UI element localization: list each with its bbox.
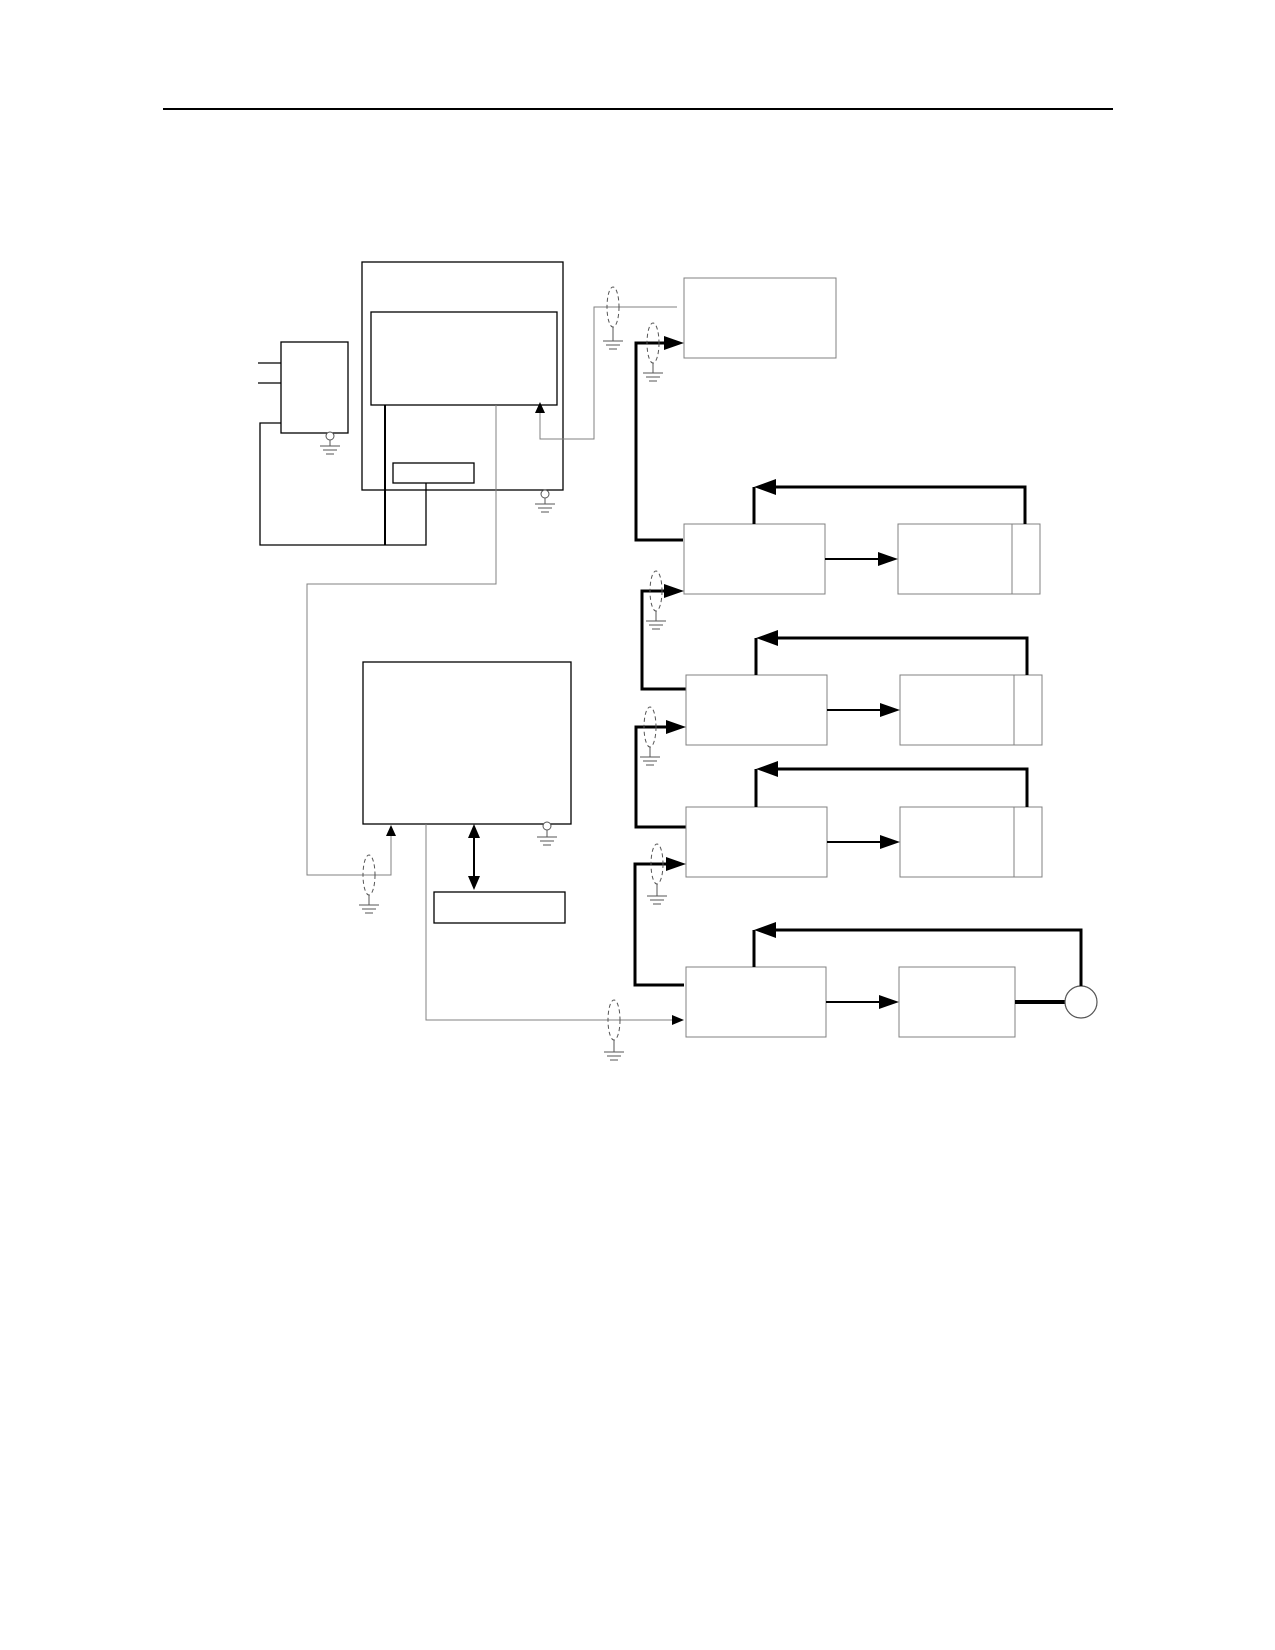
arrow-up-lower-controller — [386, 825, 396, 836]
feedback-4 — [772, 928, 1083, 986]
arrow-right-bottom-drive — [672, 1015, 684, 1025]
chain-wire-4 — [633, 862, 684, 987]
ground-symbol — [604, 1040, 624, 1061]
lower-controller — [362, 661, 572, 825]
feedback-3 — [774, 767, 1029, 807]
ground-symbol — [647, 884, 667, 905]
drive-3-output-arrow — [880, 835, 900, 849]
arrow-up-inner-module — [535, 402, 545, 413]
input-loop-wire — [259, 422, 427, 546]
drive-2-output-arrow — [880, 703, 900, 717]
arrow-into-top-right-unit — [664, 336, 684, 350]
encoder-symbol — [1064, 985, 1098, 1019]
top-right-unit — [683, 277, 837, 359]
arrow-into-drive-2 — [666, 720, 686, 734]
motor-3 — [899, 806, 1043, 878]
chassis-ground-dot — [325, 431, 335, 441]
motor-1 — [897, 523, 1041, 595]
ground-symbol — [640, 747, 660, 766]
ground-symbol — [643, 363, 663, 382]
ground-symbol — [646, 611, 666, 630]
gray-cable-down — [306, 405, 497, 876]
feedback-2-arrow — [756, 630, 778, 646]
motor-4 — [898, 966, 1016, 1038]
arrow-into-drive-3 — [666, 857, 686, 871]
feedback-4-arrow — [754, 922, 776, 938]
chain-wire-1 — [634, 341, 683, 542]
motor-2 — [899, 674, 1043, 746]
ground-symbol — [603, 327, 623, 350]
drive-4-output-arrow — [879, 995, 899, 1009]
feedback-1-arrow — [754, 479, 776, 495]
chain-wire-3 — [634, 725, 686, 829]
chassis-ground-dot — [542, 821, 552, 831]
lower-io-module — [433, 891, 566, 924]
controller-inner-module — [370, 311, 558, 406]
chassis-ground-dot — [540, 489, 550, 499]
ground-symbol — [359, 895, 379, 914]
feedback-2 — [774, 636, 1029, 675]
arrow-into-drive-1 — [664, 584, 684, 598]
gray-cable-feedback — [539, 306, 677, 440]
bidirectional-arrow-top — [468, 824, 480, 838]
drive-1 — [683, 523, 826, 595]
drive-4 — [685, 966, 827, 1038]
controller-small-module — [392, 462, 475, 484]
drive-3 — [685, 806, 828, 878]
drive-1-output-arrow — [878, 552, 898, 566]
feedback-3-arrow — [756, 761, 778, 777]
drive-2 — [685, 674, 828, 746]
input-module — [280, 341, 349, 434]
gray-cable-bottom — [425, 824, 672, 1021]
chain-wire-2 — [640, 589, 688, 691]
bidirectional-arrow-bottom — [468, 876, 480, 890]
feedback-1 — [772, 485, 1027, 524]
